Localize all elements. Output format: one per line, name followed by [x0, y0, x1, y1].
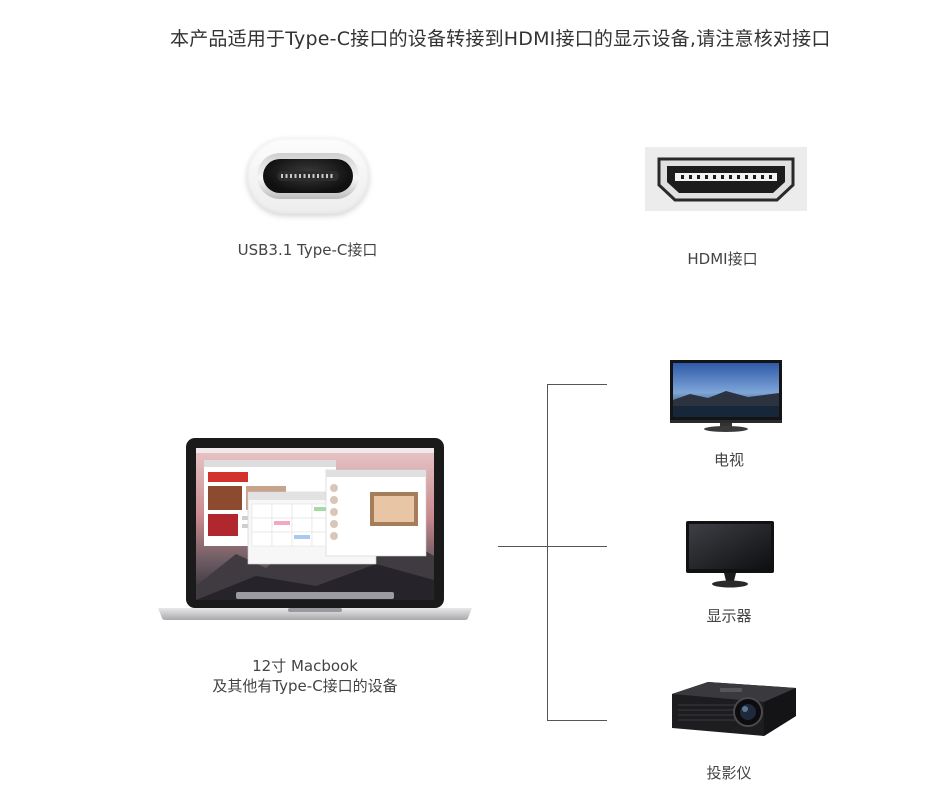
- laptop-title: 12寸 Macbook: [252, 657, 358, 675]
- monitor-label: 显示器: [706, 607, 752, 625]
- laptop-subtitle: 及其他有Type-C接口的设备: [212, 677, 398, 695]
- projector-image: [668, 676, 800, 742]
- usb-c-label: USB3.1 Type-C接口: [237, 241, 378, 259]
- laptop-icon: [158, 438, 472, 620]
- projector-icon: [672, 682, 796, 736]
- connector-vertical-line: [547, 384, 548, 720]
- headline: 本产品适用于Type-C接口的设备转接到HDMI接口的显示设备,请注意核对接口: [170, 28, 831, 50]
- usb-c-port-tongue: [277, 171, 339, 181]
- hdmi-port-icon: [657, 157, 795, 202]
- connector-main-line: [498, 546, 548, 547]
- usb-c-port-ring: [257, 153, 359, 199]
- laptop-image: [156, 436, 474, 622]
- usb-c-port-opening: [263, 159, 353, 193]
- tv-icon: [670, 360, 782, 432]
- monitor-image: [684, 519, 776, 589]
- usb-c-pins: [281, 174, 335, 178]
- tv-image: [668, 358, 784, 434]
- projector-label: 投影仪: [706, 764, 752, 782]
- hdmi-port-image: [645, 147, 807, 211]
- hdmi-label: HDMI接口: [687, 250, 758, 268]
- connector-tv-line: [547, 384, 607, 385]
- monitor-icon: [686, 521, 774, 588]
- tv-label: 电视: [713, 451, 744, 469]
- connector-monitor-line: [547, 546, 607, 547]
- usb-c-port-image: [247, 138, 369, 214]
- connector-projector-line: [547, 720, 607, 721]
